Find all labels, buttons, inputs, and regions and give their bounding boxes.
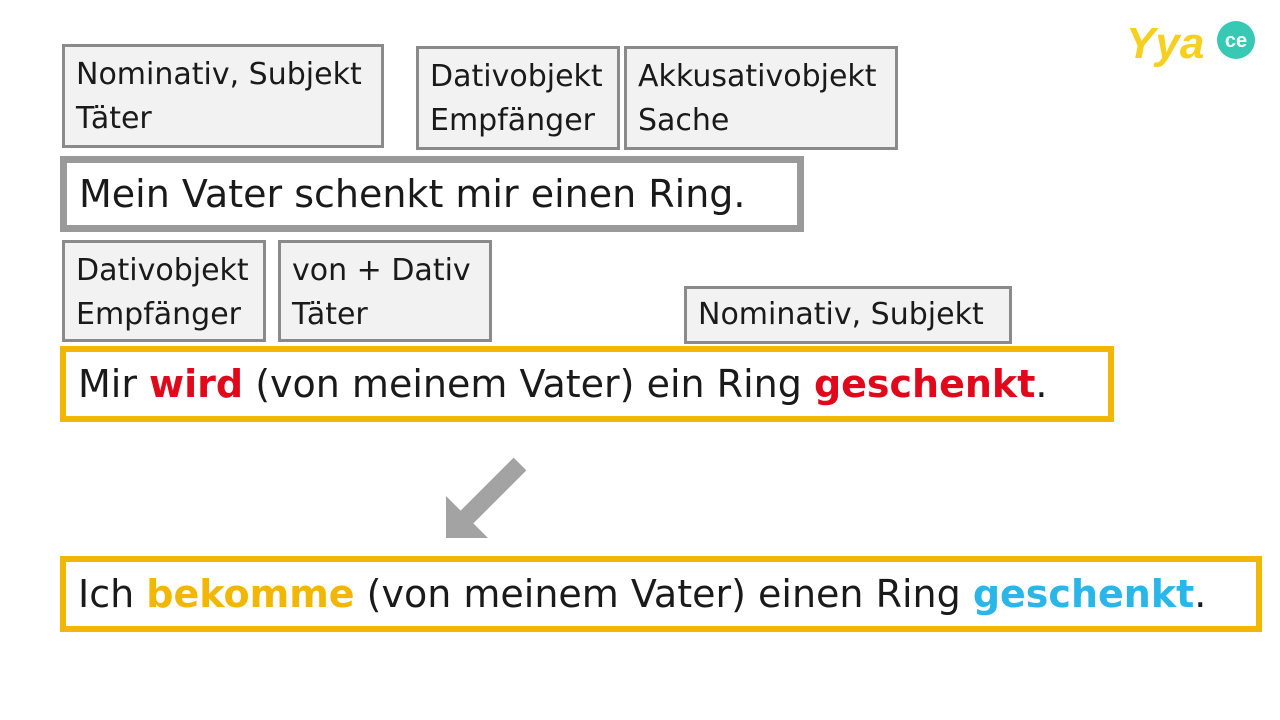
label-akkusativobjekt: Akkusativobjekt Sache: [624, 46, 898, 150]
bekommen-auxiliary: bekomme: [146, 572, 355, 616]
passive-end: .: [1035, 362, 1048, 406]
bekommen-end: .: [1194, 572, 1207, 616]
label-line: Nominativ, Subjekt: [698, 297, 984, 332]
label-line: Sache: [638, 103, 730, 138]
logo-badge-text: ce: [1225, 30, 1247, 52]
bekommen-part: (von meinem Vater) einen Ring: [354, 572, 973, 616]
label-line: Dativobjekt: [76, 253, 249, 288]
label-line: Empfänger: [430, 103, 596, 138]
label-nominativ-subjekt-passive: Nominativ, Subjekt: [684, 286, 1012, 344]
sentence-bekommen: Ich bekomme (von meinem Vater) einen Rin…: [60, 556, 1262, 632]
label-line: Nominativ, Subjekt: [76, 57, 362, 92]
sentence-active: Mein Vater schenkt mir einen Ring.: [60, 156, 804, 232]
passive-part: Mir: [78, 362, 150, 406]
label-dativobjekt-passive: Dativobjekt Empfänger: [62, 240, 266, 342]
label-line: Empfänger: [76, 297, 242, 332]
label-von-dativ: von + Dativ Täter: [278, 240, 492, 342]
logo-text: Yya: [1126, 19, 1204, 68]
label-line: Täter: [292, 297, 368, 332]
arrow-down-left-icon: [446, 457, 527, 538]
label-line: Täter: [76, 101, 152, 136]
passive-part: (von meinem Vater) ein Ring: [243, 362, 814, 406]
passive-auxiliary: wird: [149, 362, 244, 406]
bekommen-participle: geschenkt: [972, 572, 1195, 616]
label-line: Akkusativobjekt: [638, 59, 877, 94]
bekommen-part: Ich: [78, 572, 147, 616]
label-line: Dativobjekt: [430, 59, 603, 94]
sentence-passive: Mir wird (von meinem Vater) ein Ring ges…: [60, 346, 1114, 422]
passive-participle: geschenkt: [813, 362, 1036, 406]
yyace-logo: Yya ce: [1126, 19, 1255, 68]
label-nominativ-subjekt: Nominativ, Subjekt Täter: [62, 44, 384, 148]
logo-badge-circle: [1217, 21, 1255, 59]
label-line: von + Dativ: [292, 253, 471, 288]
label-dativobjekt: Dativobjekt Empfänger: [416, 46, 620, 150]
sentence-active-text: Mein Vater schenkt mir einen Ring.: [79, 172, 746, 216]
